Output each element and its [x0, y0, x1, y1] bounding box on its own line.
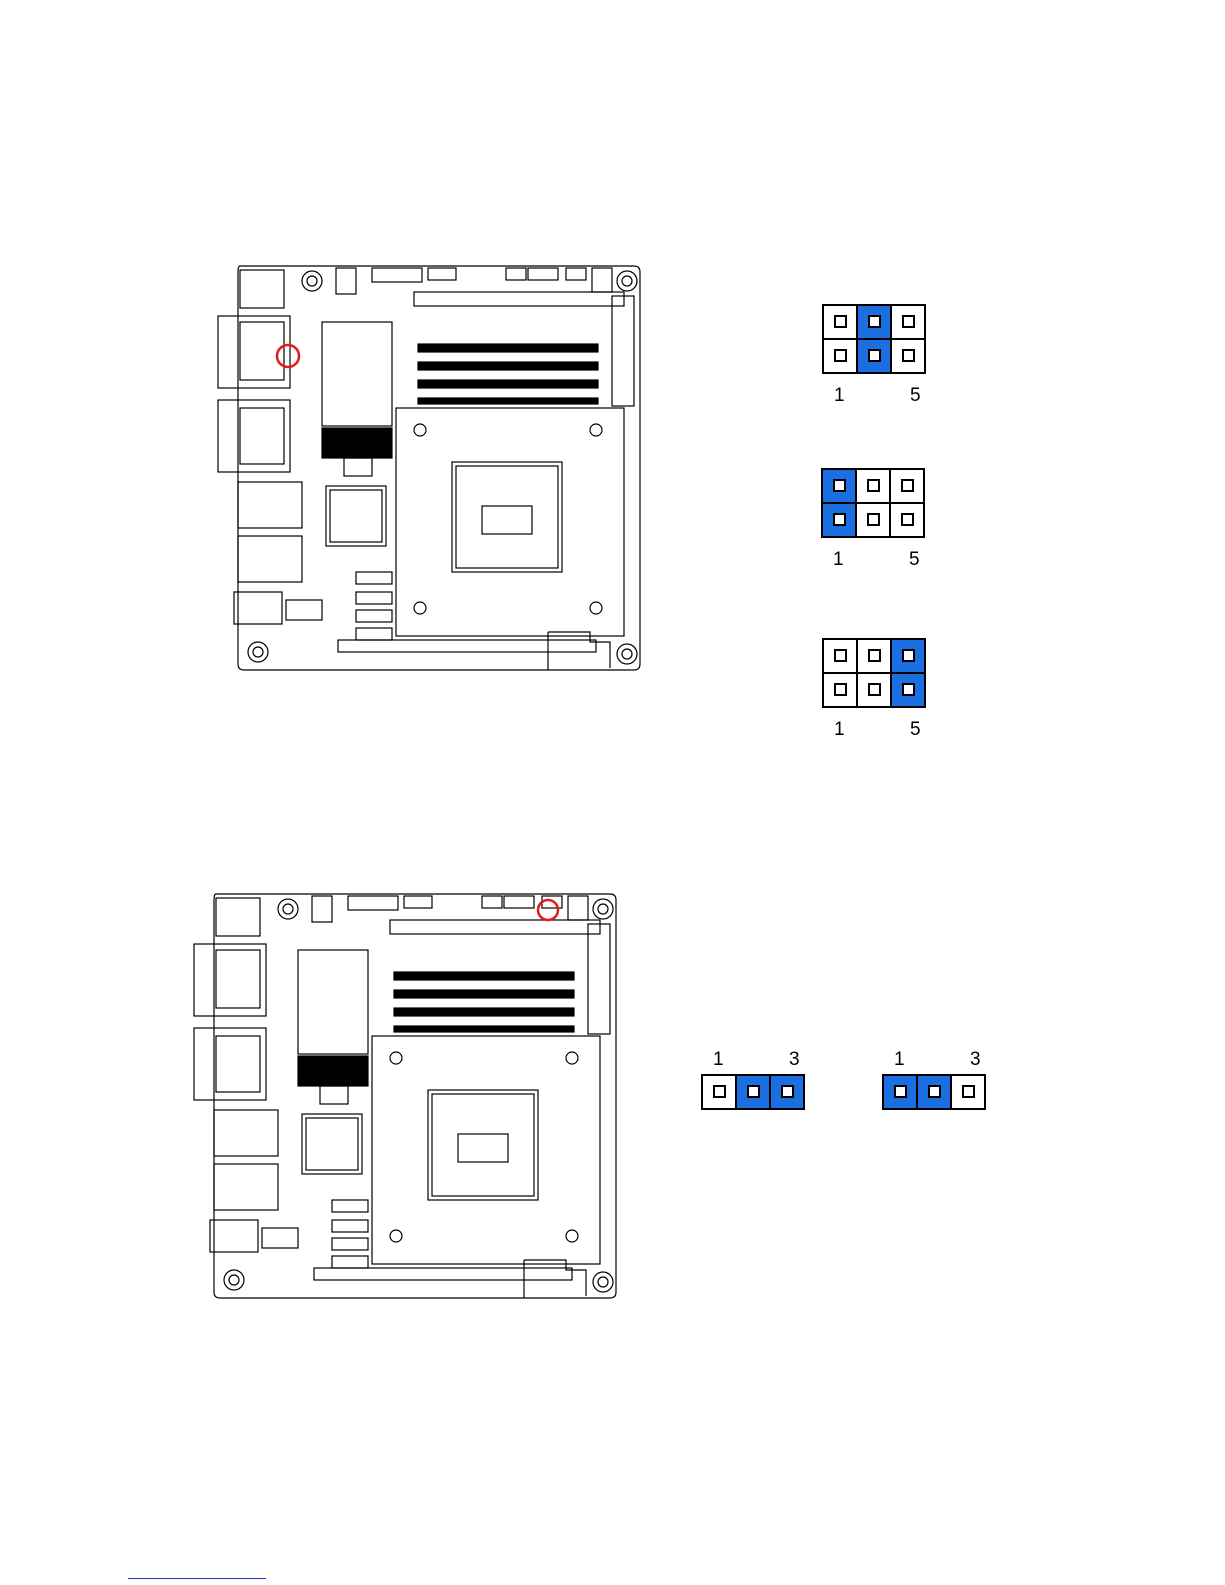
jumper-pin-grid [822, 638, 926, 708]
highlight-circle [277, 345, 299, 367]
jumper-pin-grid [822, 304, 926, 374]
pin-label-5: 5 [909, 550, 920, 570]
pin-label-5: 5 [910, 386, 921, 406]
pin-label-1: 1 [834, 720, 845, 740]
jumper-2x3-setting-2: 1 5 [821, 468, 937, 572]
pin-label-3: 3 [789, 1050, 800, 1070]
motherboard-diagram-1 [214, 262, 644, 674]
jumper-2x3-setting-3: 1 5 [822, 638, 938, 742]
pin-label-5: 5 [910, 720, 921, 740]
jumper-pin-row [701, 1074, 805, 1110]
footer-rule [128, 1578, 266, 1579]
jumper-1x3-setting-2: 1 3 [882, 1050, 1002, 1114]
motherboard-diagram-2 [190, 890, 620, 1302]
pin-label-1: 1 [834, 386, 845, 406]
pin-label-3: 3 [970, 1050, 981, 1070]
jumper-pin-row [882, 1074, 986, 1110]
highlight-circle [538, 900, 558, 920]
jumper-2x3-setting-1: 1 5 [822, 304, 938, 408]
pin-label-1: 1 [833, 550, 844, 570]
jumper-pin-grid [821, 468, 925, 538]
jumper-1x3-setting-1: 1 3 [701, 1050, 821, 1114]
pin-label-1: 1 [713, 1050, 724, 1070]
pin-label-1: 1 [894, 1050, 905, 1070]
